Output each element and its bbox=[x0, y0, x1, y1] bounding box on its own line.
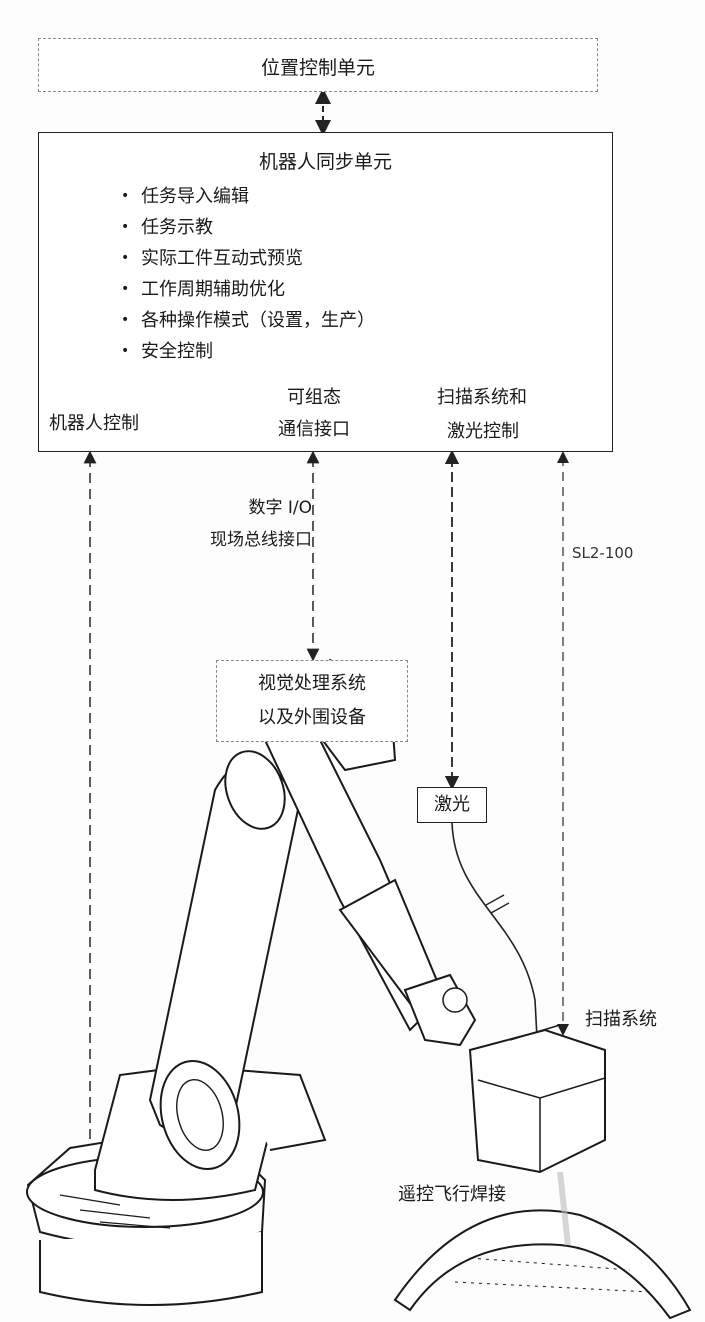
configurable-interface-line1: 可组态 bbox=[287, 387, 341, 408]
laser-beam bbox=[557, 1171, 571, 1246]
sl2-100-label: SL2-100 bbox=[572, 544, 634, 562]
feature-item: 各种操作模式（设置，生产） bbox=[121, 305, 375, 336]
vision-system-box: 视觉处理系统 以及外围设备 bbox=[216, 660, 408, 742]
position-control-unit-label: 位置控制单元 bbox=[260, 57, 375, 79]
scan-system-label: 扫描系统 bbox=[585, 1009, 657, 1030]
vision-system-line2: 以及外围设备 bbox=[258, 707, 366, 728]
configurable-interface-line2: 通信接口 bbox=[278, 419, 350, 440]
feature-item: 任务导入编辑 bbox=[121, 181, 375, 212]
cable-break-mark bbox=[485, 894, 505, 906]
industrial-robot-illustration bbox=[26, 658, 692, 1320]
fieldbus-interface-label: 现场总线接口 bbox=[210, 530, 312, 550]
laser-box: 激光 bbox=[417, 787, 487, 823]
robot-sync-unit-box: 机器人同步单元 任务导入编辑 任务示教 实际工件互动式预览 工作周期辅助优化 各… bbox=[38, 132, 613, 452]
feature-list: 任务导入编辑 任务示教 实际工件互动式预览 工作周期辅助优化 各种操作模式（设置… bbox=[121, 181, 375, 367]
feature-item: 安全控制 bbox=[121, 336, 375, 367]
feature-item: 实际工件互动式预览 bbox=[121, 243, 375, 274]
robot-wrist bbox=[403, 973, 477, 1047]
scan-laser-control-line1: 扫描系统和 bbox=[437, 387, 527, 408]
vision-system-line1: 视觉处理系统 bbox=[258, 673, 366, 694]
feature-item: 工作周期辅助优化 bbox=[121, 274, 375, 305]
digital-io-label: 数字 I/O bbox=[248, 498, 312, 518]
workpiece-tube bbox=[393, 1209, 692, 1320]
remote-welding-label: 遥控飞行焊接 bbox=[398, 1184, 506, 1205]
feature-item: 任务示教 bbox=[121, 212, 375, 243]
scanner-head bbox=[468, 1028, 606, 1174]
robot-control-label: 机器人控制 bbox=[49, 413, 139, 434]
laser-fiber-cable bbox=[451, 822, 538, 1039]
laser-label: 激光 bbox=[434, 794, 470, 815]
robot-sync-unit-title: 机器人同步单元 bbox=[258, 151, 392, 173]
position-control-unit-box: 位置控制单元 bbox=[38, 38, 598, 92]
scan-laser-control-line2: 激光控制 bbox=[447, 421, 519, 442]
